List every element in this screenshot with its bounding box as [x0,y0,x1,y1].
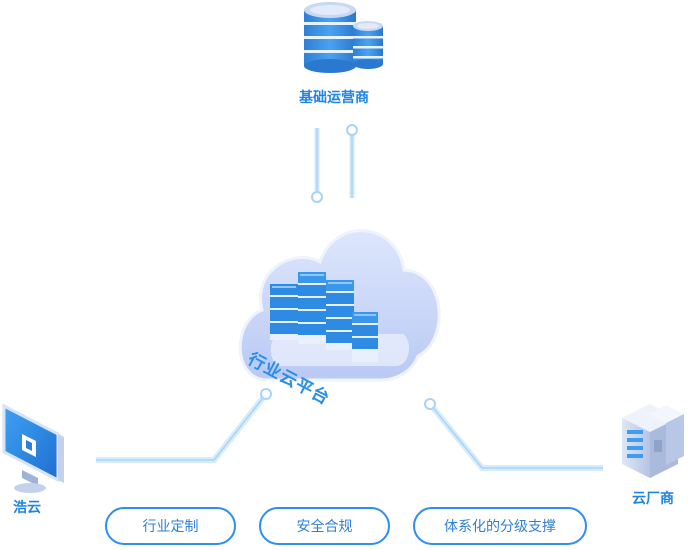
node-label-right: 云厂商 [632,491,674,507]
connector-top [311,124,358,203]
feature-pill-industry-custom: 行业定制 [105,507,236,545]
feature-pill-security-compliance: 安全合规 [259,507,390,545]
feature-pill-tiered-support: 体系化的分级支撑 [413,507,587,545]
database-stack-icon [304,2,383,73]
connector-left [96,388,272,463]
cloud-server-icon [238,229,441,382]
monitor-icon [2,403,64,493]
server-rack-icon [622,404,684,478]
brand-logo-icon [22,434,36,457]
node-label-top: 基础运营商 [299,90,369,106]
node-label-left: 浩云 [13,500,41,516]
connector-right [424,398,603,471]
